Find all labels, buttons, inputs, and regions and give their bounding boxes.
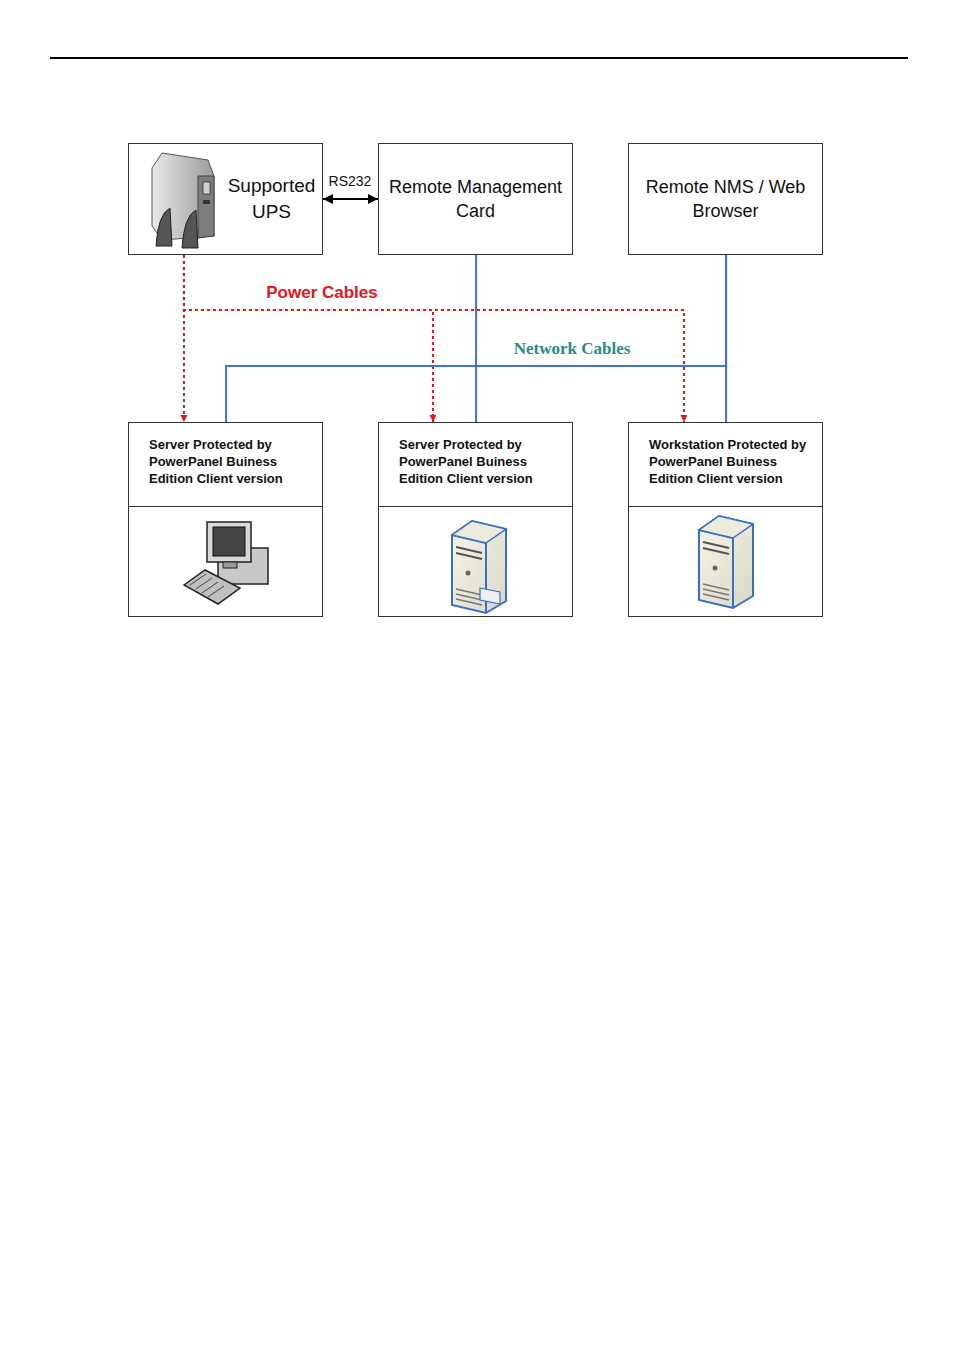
box-label: Server Protected by PowerPanel Buiness E… <box>399 437 568 488</box>
power-cable <box>184 255 433 422</box>
connector-label: Network Cables <box>512 339 633 359</box>
workstation-icon <box>699 516 753 608</box>
box-label: Server Protected by PowerPanel Buiness E… <box>149 437 318 488</box>
nms-box: Remote NMS / Web Browser <box>628 143 823 255</box>
client-box: Server Protected by PowerPanel Buiness E… <box>128 422 323 617</box>
box-label: Remote NMS / Web Browser <box>633 175 818 224</box>
box-header: Workstation Protected by PowerPanel Buin… <box>629 423 822 507</box>
box-label: Workstation Protected by PowerPanel Buin… <box>649 437 818 488</box>
network-cable <box>226 255 726 422</box>
client-box: Server Protected by PowerPanel Buiness E… <box>378 422 573 617</box>
header-rule <box>50 57 908 59</box>
box-header: Server Protected by PowerPanel Buiness E… <box>129 423 322 507</box>
connector-label: Power Cables <box>264 283 380 303</box>
connector-label: RS232 <box>327 173 374 189</box>
client-box: Workstation Protected by PowerPanel Buin… <box>628 422 823 617</box>
box-label: Remote Management Card <box>383 175 568 224</box>
power-cable <box>184 255 684 422</box>
box-label: Supported UPS <box>225 173 318 224</box>
ups-box: Supported UPS <box>128 143 323 255</box>
card-box: Remote Management Card <box>378 143 573 255</box>
ups-illustration <box>152 153 214 248</box>
desktop-pc-icon <box>184 522 268 604</box>
serial-link <box>323 198 378 200</box>
network-cable <box>725 255 727 422</box>
server-icon <box>452 521 506 613</box>
box-header: Server Protected by PowerPanel Buiness E… <box>379 423 572 507</box>
network-cable <box>475 255 477 422</box>
